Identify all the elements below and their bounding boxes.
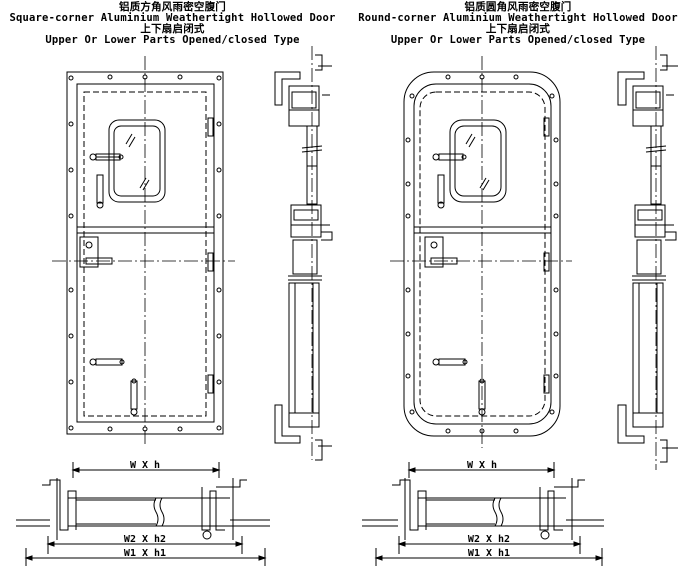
left-title-block: 铝质方角风雨密空腹门 Square-corner Aluminium Weath… bbox=[0, 2, 345, 46]
left-bottom-section bbox=[16, 462, 270, 566]
left-door-dog-handles bbox=[79, 153, 138, 416]
left-subtitle-en: Upper Or Lower Parts Opened/closed Type bbox=[45, 34, 300, 46]
right-hinge-bottom bbox=[543, 374, 550, 394]
left-window-glass bbox=[113, 125, 161, 197]
left-frame-bolts bbox=[68, 74, 222, 432]
left-dim-w1-h1: W1 X h1 bbox=[124, 548, 166, 559]
right-title-block: 铝质圆角风雨密空腹门 Round-corner Aluminium Weathe… bbox=[345, 2, 691, 46]
right-bottom-section bbox=[362, 462, 604, 566]
left-dim-w2-h2: W2 X h2 bbox=[124, 534, 166, 545]
right-door-front-view bbox=[390, 56, 572, 448]
left-hinge-top bbox=[207, 117, 214, 137]
right-window-frame bbox=[449, 119, 507, 203]
right-dim-w2-h2: W2 X h2 bbox=[468, 534, 510, 545]
left-title-en: Square-corner Aluminium Weathertight Hol… bbox=[9, 12, 336, 24]
left-door-inner-frame bbox=[76, 83, 215, 423]
right-title-en: Round-corner Aluminium Weathertight Holl… bbox=[358, 12, 678, 24]
right-door-gasket-line bbox=[419, 91, 546, 417]
left-hinge-mid bbox=[207, 252, 214, 272]
left-latch-box bbox=[79, 236, 99, 268]
right-frame-bolts bbox=[405, 74, 559, 434]
right-hinge-mid bbox=[543, 252, 550, 272]
right-window-glass bbox=[454, 125, 502, 197]
left-title-cn: 铝质方角风雨密空腹门 bbox=[119, 1, 226, 13]
right-door-dog-handles bbox=[424, 153, 486, 416]
left-subtitle-cn: 上下扇启闭式 bbox=[140, 23, 205, 35]
right-latch-box bbox=[424, 236, 444, 268]
left-door-front-view bbox=[52, 56, 235, 445]
right-subtitle-cn: 上下扇启闭式 bbox=[485, 23, 551, 35]
right-door-inner-frame bbox=[413, 83, 552, 425]
right-dim-w-h: W X h bbox=[467, 460, 497, 471]
left-side-section bbox=[274, 46, 333, 461]
right-side-section bbox=[617, 46, 678, 470]
right-subtitle-en: Upper Or Lower Parts Opened/closed Type bbox=[390, 34, 646, 46]
left-hinge-bottom bbox=[207, 374, 214, 394]
right-hinge-top bbox=[543, 117, 550, 137]
left-dim-w-h: W X h bbox=[130, 460, 160, 471]
right-dim-w1-h1: W1 X h1 bbox=[468, 548, 510, 559]
left-window-frame bbox=[108, 119, 166, 203]
right-title-cn: 铝质圆角风雨密空腹门 bbox=[464, 1, 572, 13]
